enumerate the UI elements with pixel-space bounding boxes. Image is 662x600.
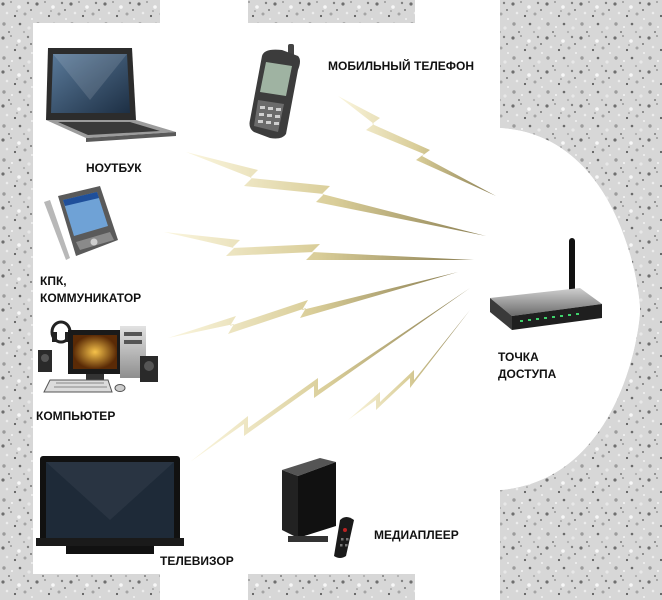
access-point-label-line2: ДОСТУПА — [498, 367, 557, 381]
laptop-icon — [46, 48, 176, 142]
room-floor — [33, 0, 640, 600]
signal-bolt — [338, 96, 496, 196]
pda-label-line2: КОММУНИКАТОР — [40, 291, 142, 305]
wifi-router-icon — [490, 238, 602, 330]
pda-icon — [44, 186, 118, 260]
media-player-icon — [282, 458, 336, 542]
remote-control-icon — [334, 517, 354, 558]
signal-bolt — [186, 152, 486, 236]
signal-bolt — [168, 272, 458, 338]
signal-bolts — [164, 96, 496, 462]
laptop-label: НОУТБУК — [86, 161, 142, 175]
media-player-label: МЕДИАПЛЕЕР — [374, 528, 459, 542]
mobile-phone-label: МОБИЛЬНЫЙ ТЕЛЕФОН — [328, 59, 474, 73]
desktop-computer-icon — [38, 320, 158, 393]
pda-label-line1: КПК, — [40, 274, 67, 288]
signal-bolt — [164, 232, 474, 260]
mobile-phone-icon — [249, 44, 300, 139]
tv-label: ТЕЛЕВИЗОР — [160, 554, 234, 568]
access-point-label-line1: ТОЧКА — [498, 350, 539, 364]
computer-label: КОМПЬЮТЕР — [36, 409, 116, 423]
tv-icon — [36, 456, 184, 554]
